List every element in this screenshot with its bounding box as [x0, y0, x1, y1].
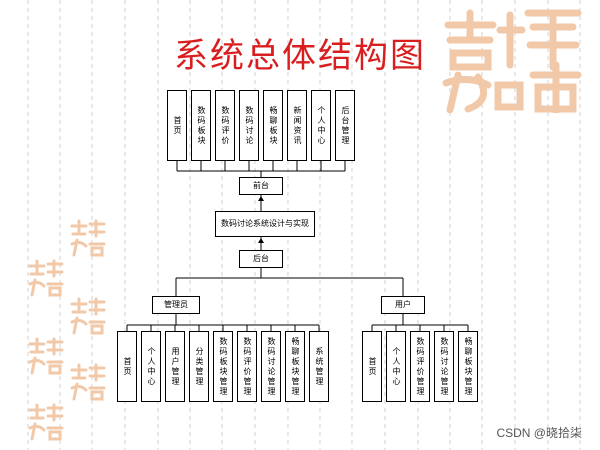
module-label: 数码评价: [221, 105, 230, 146]
module-label: 分类管理: [195, 346, 204, 387]
module-label: 畅聊板块: [269, 105, 278, 146]
module-label: 数码评价管理: [416, 336, 425, 397]
user-role-box: 用户: [381, 296, 425, 314]
module-label: 数码评价管理: [243, 336, 252, 397]
module-label: 首页: [173, 115, 182, 136]
admin-module-box: 个人中心: [141, 331, 161, 402]
watermark: CSDN @晓拾柒: [496, 426, 582, 440]
front-module-box: 畅聊板块: [263, 90, 283, 161]
module-label: 个人中心: [147, 346, 156, 387]
user-module-box: 数码评价管理: [410, 331, 430, 402]
frontend-box: 前台: [239, 177, 283, 195]
module-label: 用户管理: [171, 346, 180, 387]
module-label: 数码板块管理: [219, 336, 228, 397]
user-module-box: 畅聊板块管理: [458, 331, 478, 402]
diagram-title: 系统总体结构图: [174, 36, 426, 76]
small-seal-logo: [70, 297, 106, 335]
front-module-box: 首页: [167, 90, 187, 161]
module-label: 个人中心: [392, 346, 401, 387]
system-box: 数码讨论系统设计与实现: [215, 211, 315, 237]
admin-role-box: 管理员: [152, 296, 200, 314]
user-module-box: 个人中心: [386, 331, 406, 402]
small-seal-logo: [28, 403, 64, 441]
small-seal-logo: [28, 259, 64, 297]
front-module-box: 新闻资讯: [287, 90, 307, 161]
module-label: 数码板块: [197, 105, 206, 146]
module-label: 个人中心: [317, 105, 326, 146]
module-label: 畅聊板块管理: [291, 336, 300, 397]
front-module-box: 后台管理: [335, 90, 355, 161]
front-module-box: 数码板块: [191, 90, 211, 161]
auspicious-seal-logo: [442, 9, 582, 113]
module-label: 数码讨论: [245, 105, 254, 146]
admin-module-box: 用户管理: [165, 331, 185, 402]
module-label: 数码讨论管理: [440, 336, 449, 397]
backend-box: 后台: [239, 250, 283, 268]
module-label: 首页: [368, 356, 377, 377]
admin-module-box: 系统管理: [309, 331, 329, 402]
module-label: 畅聊板块管理: [464, 336, 473, 397]
admin-module-box: 数码讨论管理: [261, 331, 281, 402]
module-label: 后台管理: [341, 105, 350, 146]
front-module-box: 数码评价: [215, 90, 235, 161]
front-module-box: 个人中心: [311, 90, 331, 161]
user-module-box: 首页: [362, 331, 382, 402]
admin-module-box: 首页: [117, 331, 137, 402]
module-label: 系统管理: [315, 346, 324, 387]
module-label: 数码讨论管理: [267, 336, 276, 397]
arrow-head: [258, 196, 264, 201]
admin-module-box: 数码评价管理: [237, 331, 257, 402]
admin-module-box: 分类管理: [189, 331, 209, 402]
small-seal-logo: [70, 363, 106, 401]
small-seal-logo: [28, 337, 64, 375]
user-module-box: 数码讨论管理: [434, 331, 454, 402]
front-module-box: 数码讨论: [239, 90, 259, 161]
module-label: 新闻资讯: [293, 105, 302, 146]
admin-module-box: 数码板块管理: [213, 331, 233, 402]
small-seal-logo: [70, 219, 106, 257]
arrow-head: [258, 238, 264, 243]
module-label: 首页: [123, 356, 132, 377]
admin-module-box: 畅聊板块管理: [285, 331, 305, 402]
